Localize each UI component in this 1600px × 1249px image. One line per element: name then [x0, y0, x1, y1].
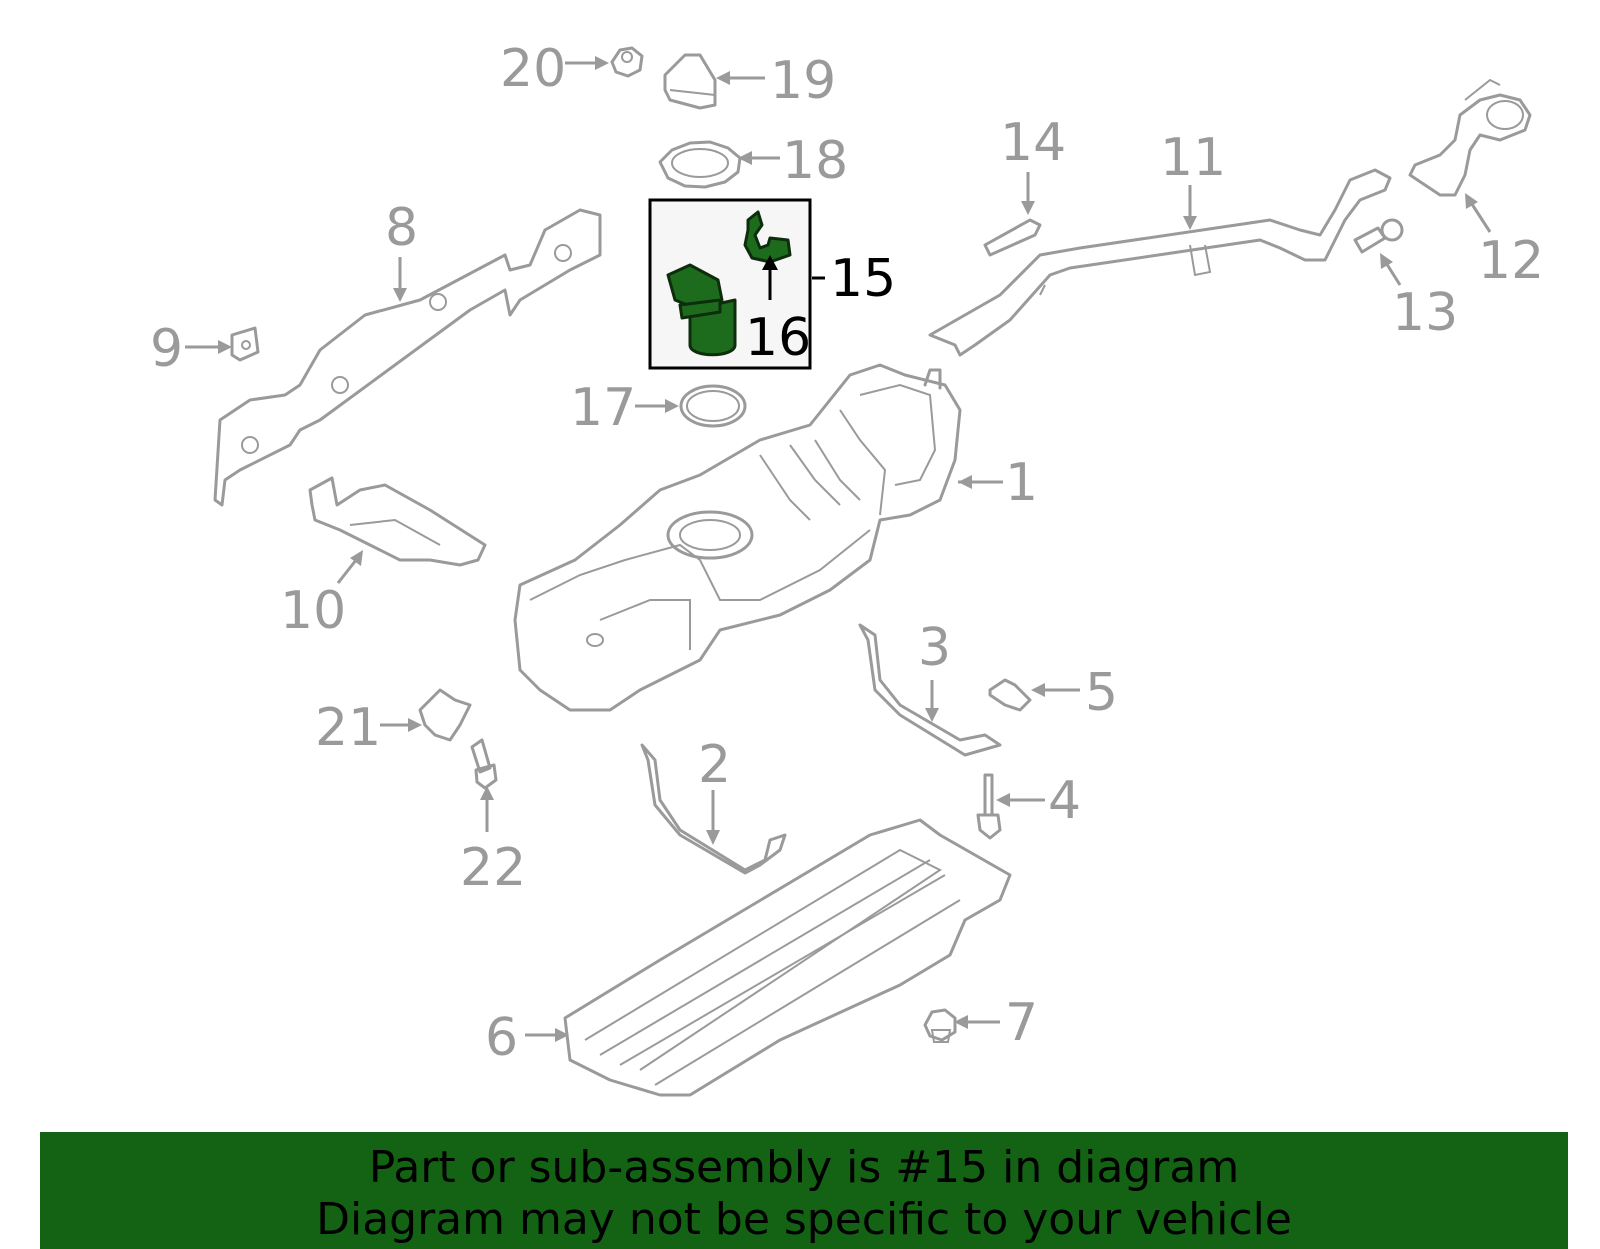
bolt-22-part: [470, 738, 498, 790]
filler-pipe-part: [928, 168, 1392, 357]
nut-20-part: [610, 46, 644, 78]
label-12: 12: [1478, 231, 1544, 291]
bracket-10-part: [308, 476, 487, 567]
wiring-harness-part: [743, 210, 792, 264]
nut-7-part: [923, 1008, 957, 1043]
banner-line-1: Part or sub-assembly is #15 in diagram: [368, 1142, 1240, 1193]
gasket-17-part: [679, 384, 747, 428]
label-7: 7: [1005, 993, 1038, 1053]
label-20: 20: [500, 39, 566, 99]
label-5: 5: [1085, 663, 1118, 723]
filler-neck-part: [1408, 78, 1532, 197]
skid-shield-part: [563, 818, 1012, 1097]
banner-line-2: Diagram may not be specific to your vehi…: [316, 1194, 1292, 1245]
leader-arrows: [185, 56, 1492, 1042]
fuel-pump-module-box: [648, 198, 825, 370]
label-18: 18: [782, 131, 848, 191]
label-2: 2: [698, 735, 731, 795]
bolt-13-part: [1353, 218, 1404, 254]
tank-strap-rear-part: [858, 623, 1002, 757]
label-19: 19: [770, 51, 836, 111]
fuel-tank-part: [513, 363, 962, 712]
label-4: 4: [1048, 771, 1081, 831]
tank-strap-front-part: [640, 743, 787, 875]
label-17: 17: [570, 378, 636, 438]
label-16: 16: [745, 308, 811, 368]
label-10: 10: [280, 581, 346, 641]
clip-9-part: [230, 326, 260, 362]
label-9: 9: [150, 319, 183, 379]
bolt-4-part: [976, 773, 1002, 840]
label-3: 3: [918, 618, 951, 678]
label-21: 21: [315, 698, 381, 758]
heat-shield-part: [213, 208, 602, 507]
label-14: 14: [1000, 113, 1066, 173]
lock-ring-18-part: [658, 140, 742, 189]
label-22: 22: [460, 838, 526, 898]
bracket-14-part: [983, 218, 1042, 257]
label-1: 1: [1005, 453, 1038, 513]
label-15: 15: [830, 249, 896, 309]
cover-19-part: [663, 53, 717, 110]
label-6: 6: [485, 1008, 518, 1068]
sensor-21-part: [418, 688, 472, 742]
label-11: 11: [1160, 128, 1226, 188]
label-8: 8: [385, 198, 418, 258]
label-13: 13: [1392, 283, 1458, 343]
info-banner: Part or sub-assembly is #15 in diagram D…: [40, 1132, 1568, 1249]
clip-5-part: [988, 678, 1032, 712]
